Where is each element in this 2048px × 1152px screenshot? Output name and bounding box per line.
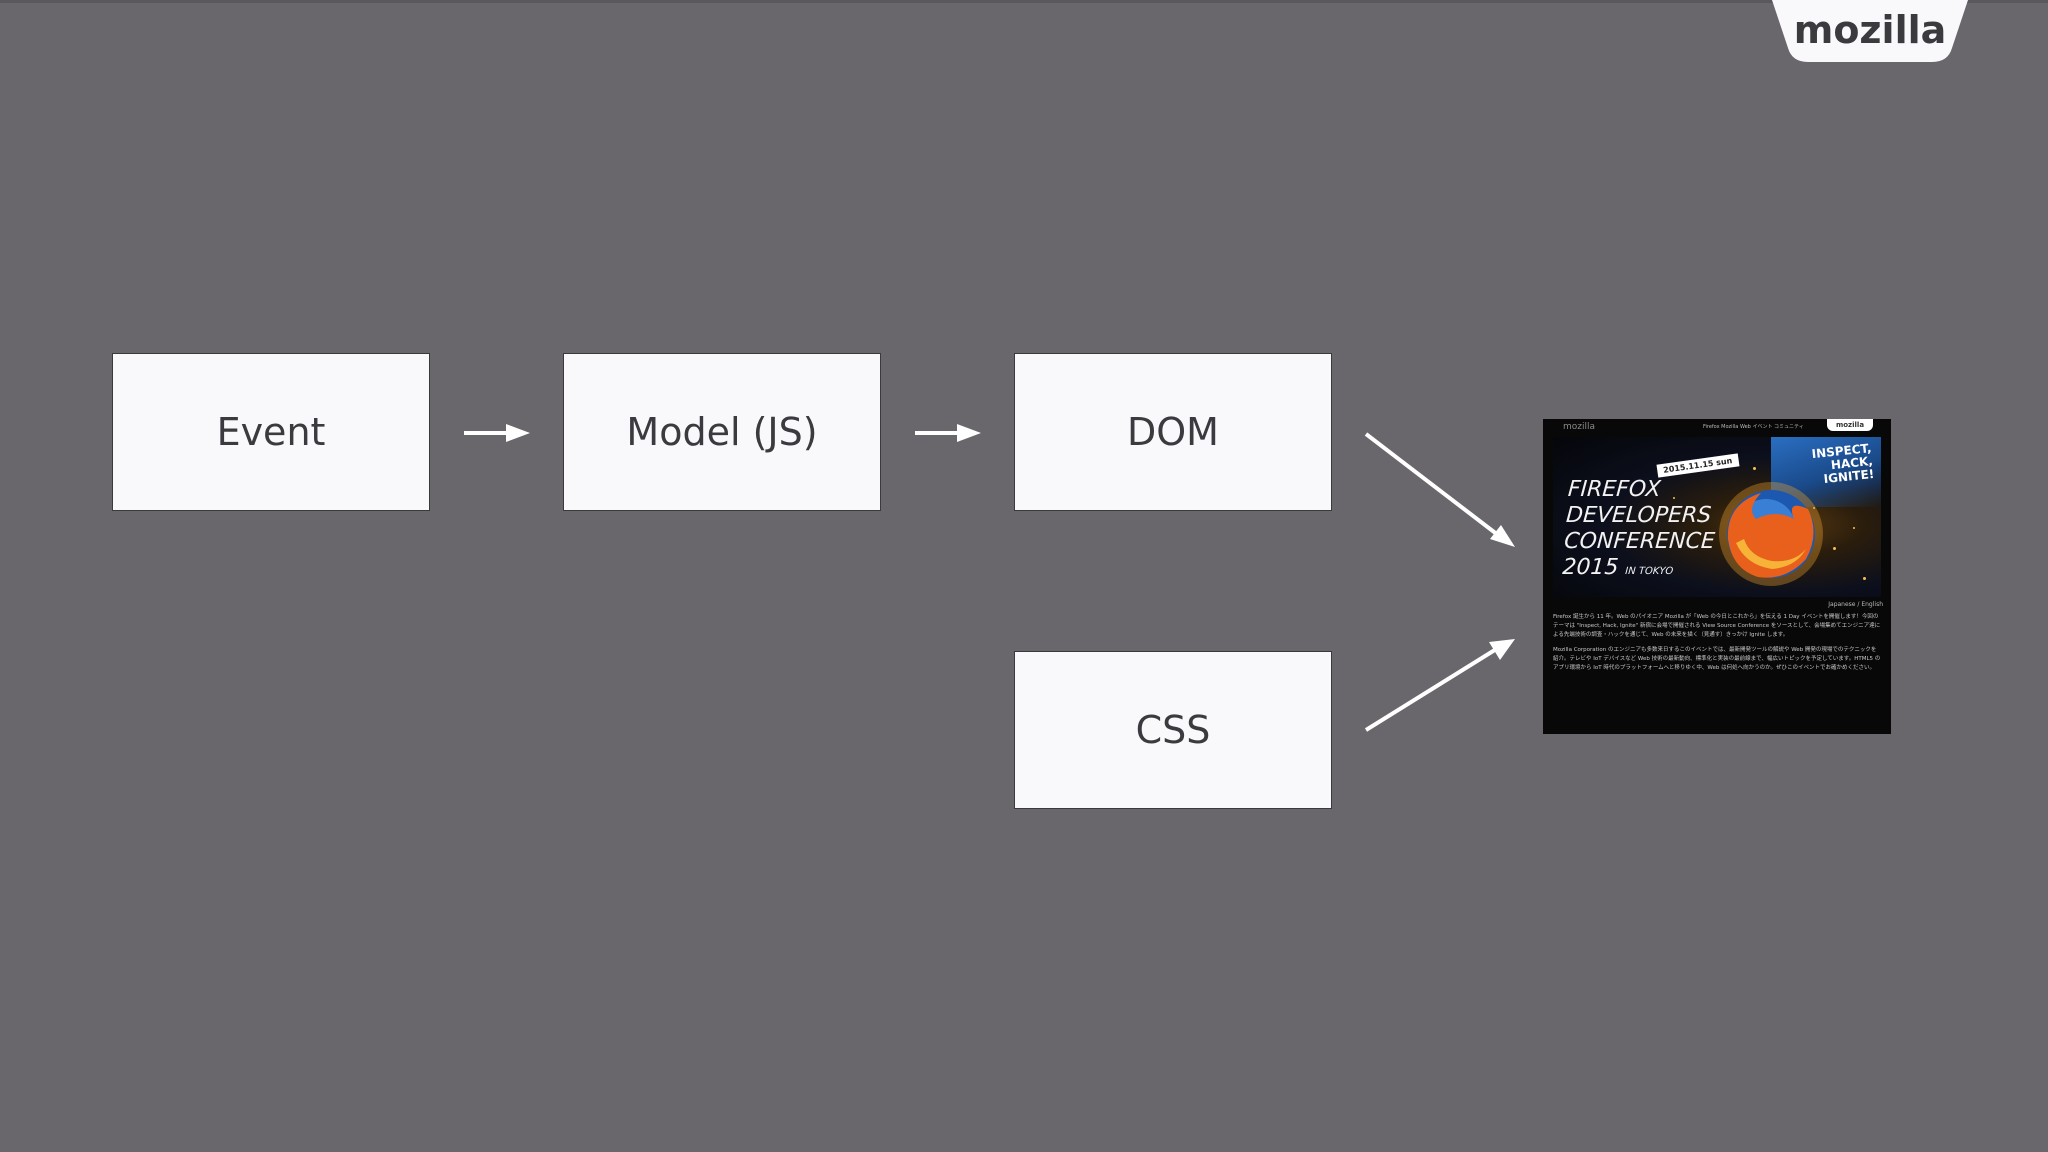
spark	[1833, 547, 1836, 550]
thumbnail-nav-logo: mozilla	[1563, 422, 1596, 432]
thumbnail-navbar: mozilla Firefox Mozilla Web イベント コミュニティ …	[1543, 419, 1891, 435]
spark	[1863, 577, 1866, 580]
mozilla-wordmark: mozilla	[1793, 8, 1947, 52]
thumbnail-body-text: Firefox 誕生から 11 年。Web のパイオニア Mozilla が「W…	[1553, 613, 1881, 679]
arrow-dom-to-render	[1364, 432, 1515, 547]
hero-title-line1: FIREFOX	[1567, 477, 1662, 502]
spark	[1753, 467, 1756, 470]
hero-title-line3: CONFERENCE	[1563, 529, 1716, 554]
arrow-event-to-model	[464, 424, 530, 442]
arrow-css-to-render	[1364, 639, 1515, 732]
thumbnail-language-switch: Japanese / English	[1828, 601, 1883, 608]
hero-title: FIREFOX DEVELOPERS CONFERENCE 2015 IN TO…	[1561, 477, 1719, 585]
mozilla-logo-tab: mozilla	[1772, 0, 1968, 62]
hero-title-line2: DEVELOPERS	[1565, 503, 1713, 528]
thumbnail-nav-links: Firefox Mozilla Web イベント コミュニティ	[1703, 424, 1804, 430]
dom-node: DOM	[1014, 353, 1332, 511]
top-border	[0, 0, 2048, 3]
arrow-model-to-dom	[915, 424, 981, 442]
thumbnail-paragraph-2: Mozilla Corporation のエンジニアも多数来日するこのイベントで…	[1553, 647, 1881, 671]
thumbnail-hero-banner: 2015.11.15 sun INSPECT, HACK, IGNITE! FI…	[1553, 437, 1881, 597]
spark	[1813, 507, 1815, 509]
hero-date-badge: 2015.11.15 sun	[1656, 453, 1740, 478]
spark	[1673, 497, 1675, 499]
event-node: Event	[112, 353, 430, 511]
rendered-page-thumbnail: mozilla Firefox Mozilla Web イベント コミュニティ …	[1543, 419, 1891, 734]
model-js-node: Model (JS)	[563, 353, 881, 511]
thumbnail-paragraph-1: Firefox 誕生から 11 年。Web のパイオニア Mozilla が「W…	[1553, 614, 1881, 638]
logo-tab-shape	[1772, 0, 1968, 62]
hero-tagline: INSPECT, HACK, IGNITE!	[1811, 440, 1875, 487]
css-node: CSS	[1014, 651, 1332, 809]
hero-title-line4: 2015	[1561, 555, 1620, 580]
hero-title-suffix: IN TOKYO	[1624, 566, 1674, 577]
thumbnail-mozilla-tab: mozilla	[1827, 419, 1873, 431]
firefox-logo-icon	[1719, 482, 1823, 586]
spark	[1853, 527, 1855, 529]
